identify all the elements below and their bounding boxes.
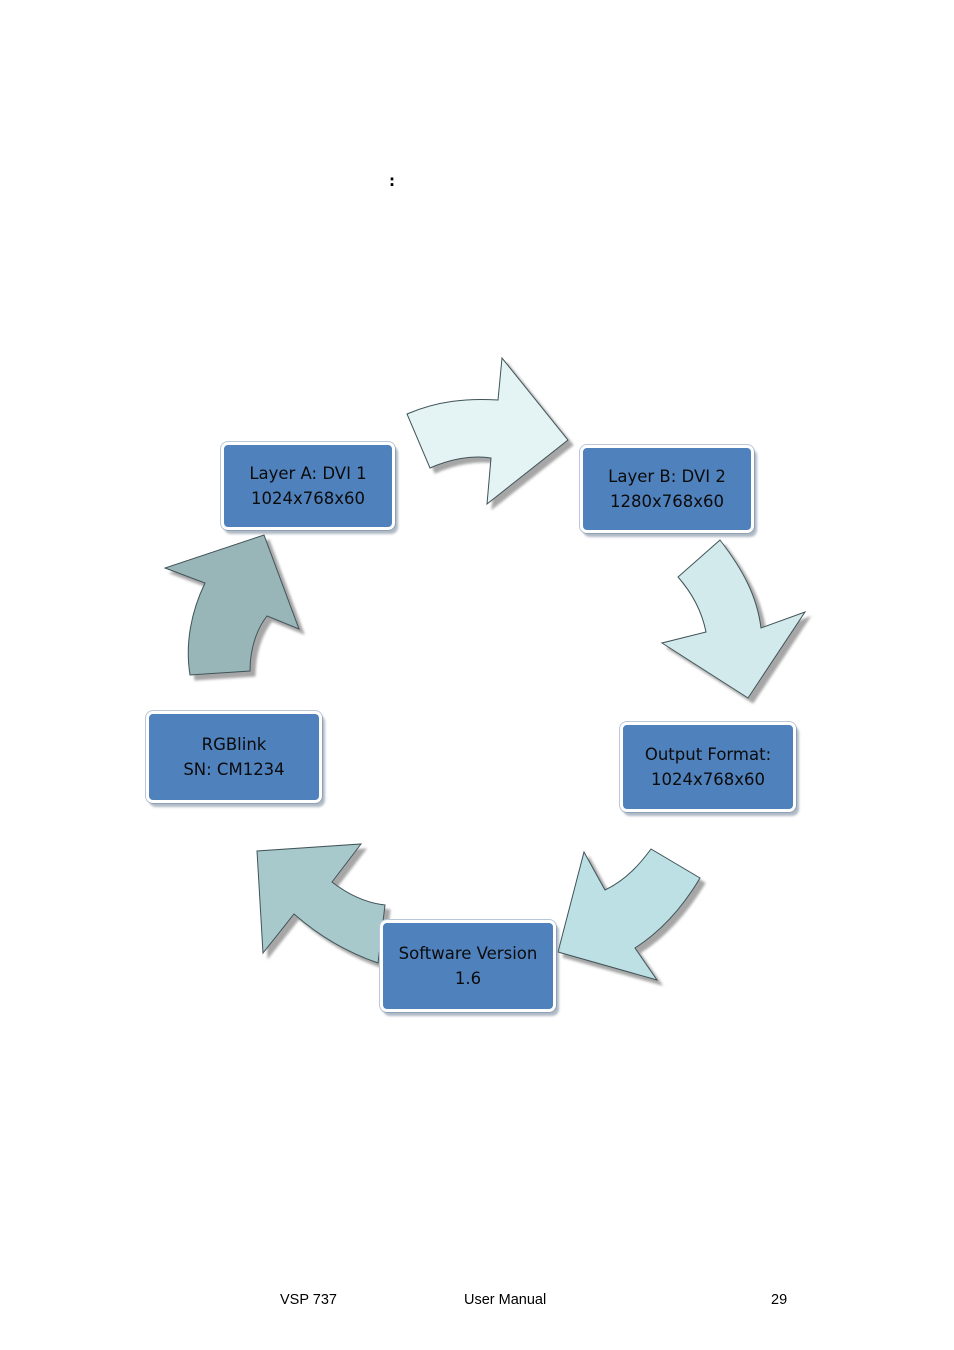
step-label: Layer A: DVI 1 [249, 464, 367, 483]
arrow-output-to-software [557, 848, 701, 981]
step-label: RGBlink [201, 735, 267, 754]
arrow-rgblink-to-layer-a [163, 534, 300, 676]
step-value: SN: CM1234 [183, 760, 285, 779]
arrow-layer-a-to-layer-b [406, 356, 569, 506]
arrow-layer-b-to-output [660, 539, 807, 699]
step-box-layer-b: Layer B: DVI 2 1280x768x60 [580, 445, 754, 533]
step-label: Layer B: DVI 2 [608, 467, 726, 486]
step-label: Software Version [398, 944, 538, 963]
step-value: 1024x768x60 [250, 489, 365, 508]
arrow-software-to-rgblink [256, 843, 386, 964]
step-value: 1.6 [454, 969, 482, 988]
instruction-colon: : [389, 172, 395, 190]
footer-page-number: 29 [771, 1292, 788, 1308]
step-box-output-format: Output Format: 1024x768x60 [620, 722, 796, 812]
footer-document-title: User Manual [464, 1292, 547, 1308]
step-label: Output Format: [644, 745, 772, 764]
step-value: 1280x768x60 [609, 492, 724, 511]
footer-model: VSP 737 [280, 1292, 337, 1308]
step-box-layer-a: Layer A: DVI 1 1024x768x60 [221, 442, 395, 530]
step-box-rgblink: RGBlink SN: CM1234 [146, 711, 322, 803]
step-box-software-version: Software Version 1.6 [380, 920, 556, 1012]
step-value: 1024x768x60 [650, 770, 765, 789]
